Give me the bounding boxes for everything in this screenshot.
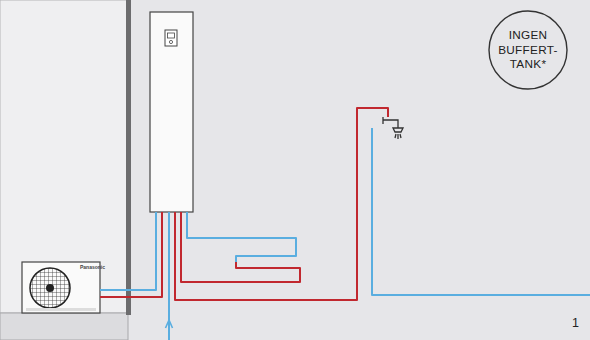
note-circle: INGEN BUFFERT- TANK* (488, 10, 568, 90)
callout-number: 1 (572, 316, 579, 330)
tap-symbol (383, 117, 403, 139)
pipe (187, 212, 296, 262)
brand-logo: Panasonic (80, 264, 105, 270)
pipe (100, 212, 156, 290)
pipe (372, 128, 590, 295)
note-text: INGEN BUFFERT- TANK* (498, 28, 558, 71)
ground (0, 313, 128, 340)
outdoor-area (0, 0, 128, 313)
circle-outline (489, 11, 567, 89)
pipe (175, 108, 388, 300)
pipe (100, 212, 162, 297)
inlet-arrow (166, 320, 173, 328)
wall (126, 0, 131, 315)
pipe (181, 212, 300, 282)
pipes (100, 108, 590, 340)
indoor-unit (150, 12, 193, 212)
